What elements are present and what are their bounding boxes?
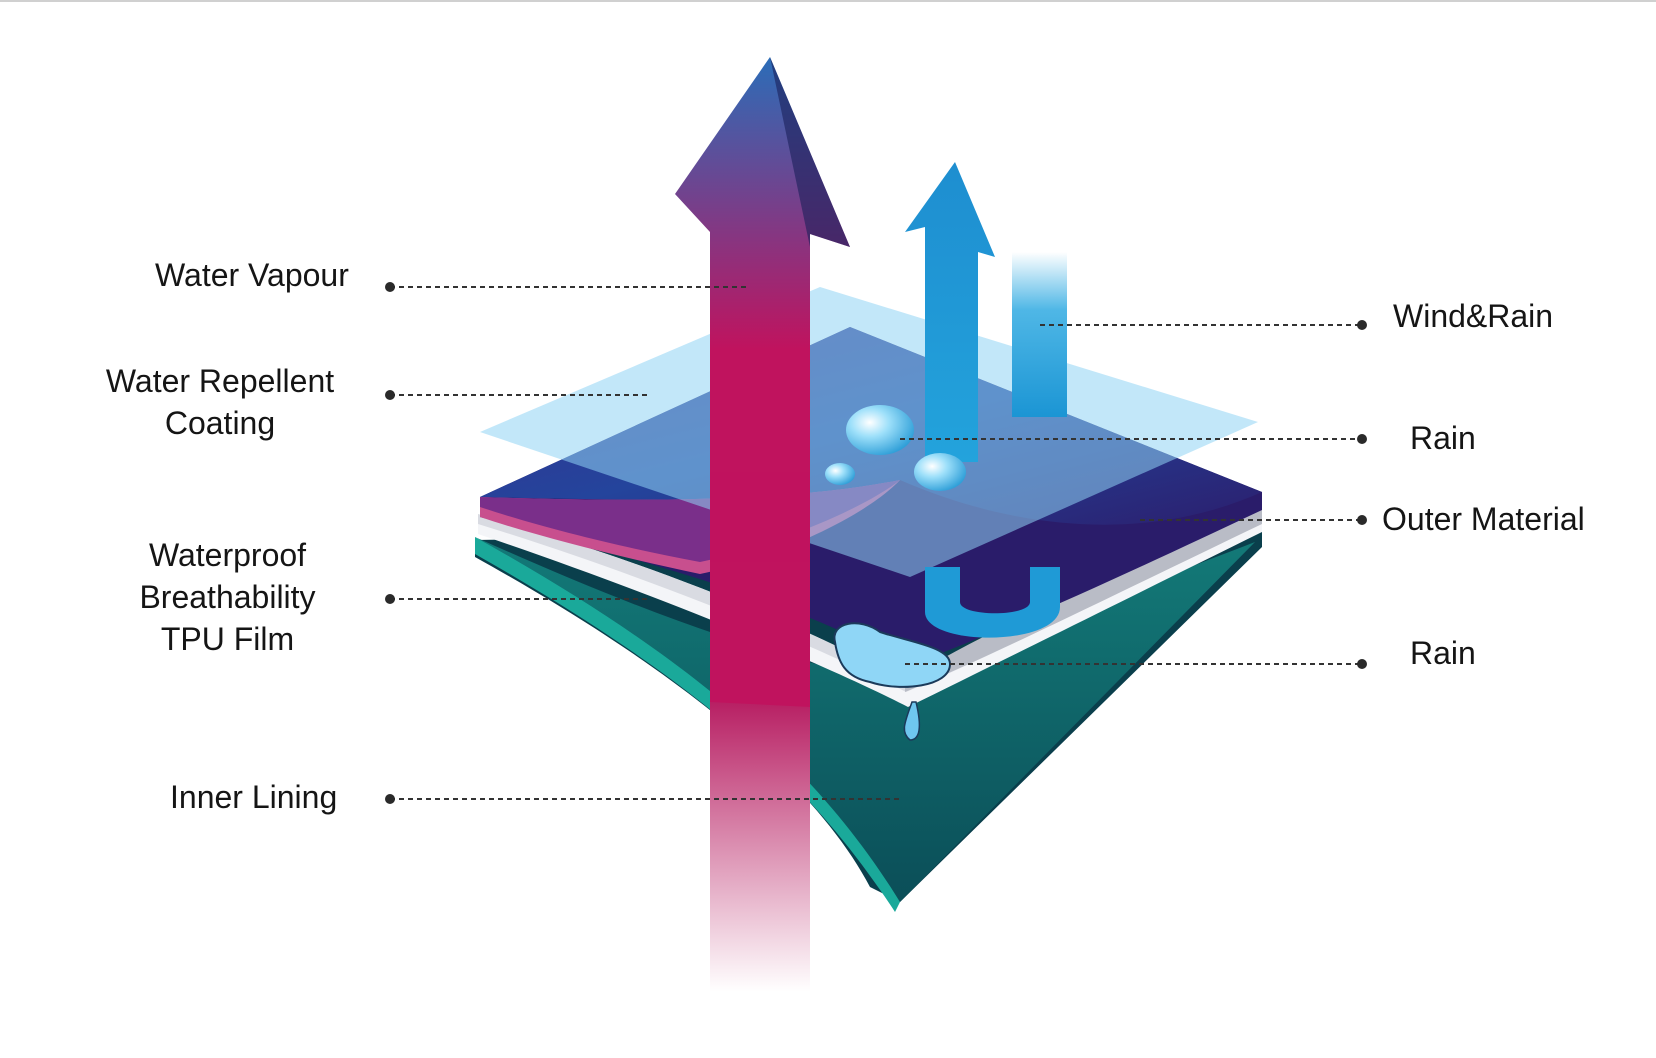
leader-dot-water-vapour bbox=[385, 282, 395, 292]
rain-drop-large bbox=[846, 405, 914, 455]
label-tpu-film-line1: Waterproof bbox=[148, 537, 307, 573]
label-water-repellent-line2: Coating bbox=[164, 405, 276, 441]
leader-dot-inner-lining bbox=[385, 794, 395, 804]
label-wind-rain: Wind&Rain bbox=[1393, 298, 1554, 334]
leader-dot-rain-top bbox=[1357, 434, 1367, 444]
leader-dot-rain-bottom bbox=[1357, 659, 1367, 669]
deflected-rain-stream bbox=[925, 567, 1060, 638]
vapour-arrow-tail bbox=[710, 692, 810, 992]
label-water-vapour: Water Vapour bbox=[155, 257, 349, 293]
label-tpu-film-line2: Breathability bbox=[139, 579, 316, 615]
rain-arrow-up bbox=[905, 162, 995, 462]
rain-drop-small bbox=[825, 463, 855, 485]
rain-drop-medium bbox=[914, 453, 966, 491]
label-rain-top: Rain bbox=[1410, 420, 1476, 456]
leader-dot-water-repellent bbox=[385, 390, 395, 400]
label-tpu-film-line3: TPU Film bbox=[160, 621, 295, 657]
leader-dot-wind-rain bbox=[1357, 320, 1367, 330]
label-water-repellent-line1: Water Repellent bbox=[105, 363, 335, 399]
leader-dot-outer-material bbox=[1357, 515, 1367, 525]
label-water-repellent: Water Repellent Coating bbox=[90, 360, 350, 444]
leader-dot-tpu-film bbox=[385, 594, 395, 604]
water-vapour-arrow bbox=[675, 57, 850, 707]
label-inner-lining: Inner Lining bbox=[170, 779, 338, 815]
water-drip bbox=[903, 701, 921, 741]
wind-rain-stream bbox=[1012, 252, 1067, 417]
label-outer-material: Outer Material bbox=[1382, 501, 1585, 537]
label-tpu-film: Waterproof Breathability TPU Film bbox=[115, 534, 340, 660]
label-rain-bottom: Rain bbox=[1410, 635, 1476, 671]
